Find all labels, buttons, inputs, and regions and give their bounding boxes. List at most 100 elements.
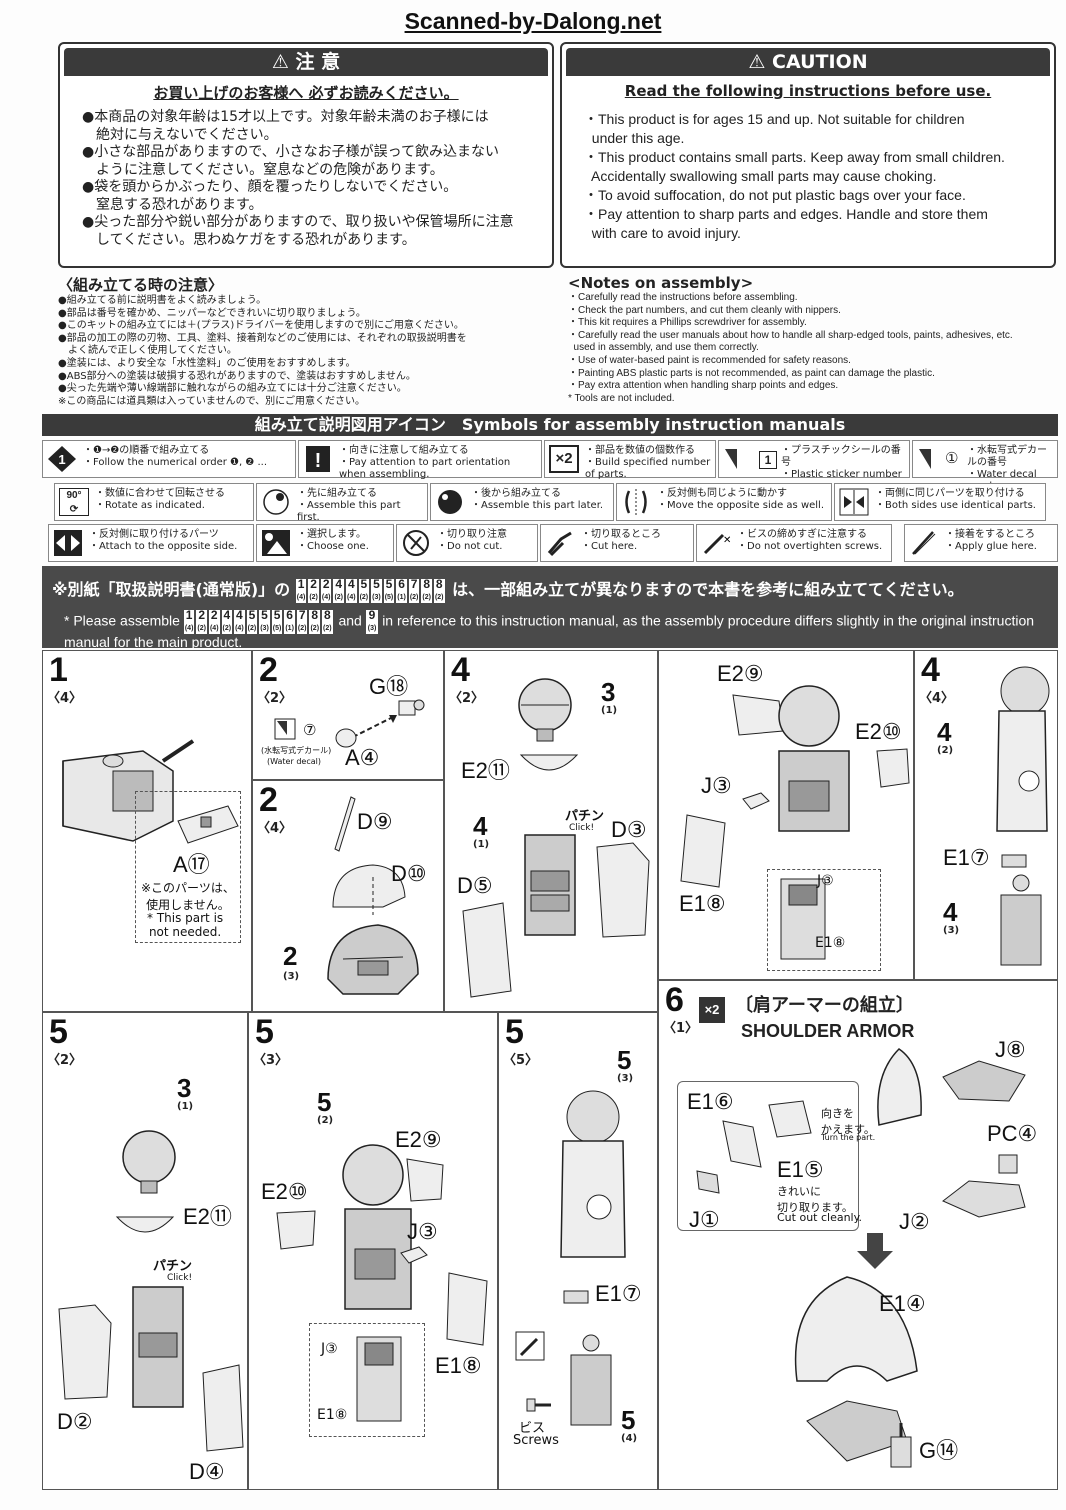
panel-step-4-4: 4 〈4〉 4 (2) E1⑦ 4 (3) <box>914 650 1058 980</box>
badge-sub-number: (4) <box>184 625 194 632</box>
svg-text:!: ! <box>315 450 322 472</box>
notice-step-badge: 8(2) <box>309 608 321 634</box>
cockpit-illustration <box>62 739 195 842</box>
notice-jp-prefix: ※別紙「取扱説明書(通常版)」の <box>52 580 291 599</box>
rotate-degrees: 90° <box>66 490 82 501</box>
cut-note-en: Cut out cleanly. <box>777 1211 863 1224</box>
ref-step-sub: (3) <box>283 971 300 982</box>
notice-step-badge: 6(1) <box>396 578 407 603</box>
badge-sub-number: (2) <box>422 593 431 601</box>
part-j8-illustration <box>942 1060 1026 1102</box>
notice-step-badge: 8(2) <box>421 578 432 603</box>
symbol-sticker: 1 ・プラスチックシールの番号・Plastic sticker number <box>718 440 910 480</box>
warning-icon: ⚠ <box>271 51 289 73</box>
symbol-jp: ・先に組み立てる <box>297 488 377 499</box>
notes-jp-line: ●尖った先端や薄い線端部に触れながらの組み立てには十分ご注意ください。 <box>58 383 407 395</box>
notes-en-line: ・Pay extra attention when handling sharp… <box>568 380 839 392</box>
badge-step-number: 9 <box>368 608 376 622</box>
badge-sub-number: (4) <box>321 593 331 601</box>
torso-illustration <box>524 834 576 936</box>
hand-illustration <box>1000 874 1042 966</box>
part-d9-illustration <box>334 796 356 852</box>
step-number: 5 <box>49 1013 68 1051</box>
click-jp: パチン <box>565 809 605 824</box>
rotate-icon: 90°⟳ <box>59 488 89 516</box>
caution-jp-subtitle: お買い上げのお客様へ 必ずお読みください。 <box>153 84 459 102</box>
notes-en-line: * Tools are not included. <box>568 392 675 404</box>
symbol-opposite-side: ・反対側に取り付けるパーツ・Attach to the opposite sid… <box>48 524 254 562</box>
symbol-en: ・Plastic sticker number <box>781 469 902 480</box>
part-label-e211: E2⑪ <box>461 758 510 783</box>
ref-step-sub: (1) <box>473 839 490 850</box>
notes-jp-line: ※この商品には道具類は入っていませんので、別にご用意ください。 <box>58 395 365 407</box>
notice-step-badge: 7(2) <box>408 578 420 603</box>
symbol-jp: ・❶→❷の順番で組み立てる <box>83 445 210 456</box>
badge-sub-number: (3) <box>372 593 381 601</box>
part-e17-illustration <box>563 1290 589 1304</box>
caution-en-line: under this age. <box>584 130 685 146</box>
notes-en-line: ・Carefully read the instructions before … <box>568 292 798 303</box>
part-label-j3: J③ <box>701 773 732 798</box>
assemble-later-icon <box>438 490 462 514</box>
svg-text:1: 1 <box>58 452 65 467</box>
caution-jp-line: ●袋を頭からかぶったり、顔を覆ったりしないでください。 <box>82 179 458 195</box>
symbol-jp: ・プラスチックシールの番号 <box>781 445 901 468</box>
part-g18-illustration <box>398 699 425 716</box>
badge-step-number: 5 <box>385 576 393 591</box>
part-pc4-illustration <box>998 1154 1018 1174</box>
badge-sub-number: (2) <box>334 593 344 601</box>
caution-en-list: ・This product is for ages 15 and up. Not… <box>562 100 1054 243</box>
badge-step-number: 8 <box>311 608 319 622</box>
notice-step-badge: 4(2) <box>221 609 233 634</box>
arm-illustration <box>996 666 1050 832</box>
upper-torso-illustration <box>342 1144 412 1310</box>
step-number: 5 <box>255 1013 274 1051</box>
caution-jp-title: 注 意 <box>295 51 341 73</box>
step-number: 4 <box>451 651 470 689</box>
symbol-jp: ・数値に合わせて回転させる <box>95 488 225 499</box>
part-label-a4: A④ <box>345 745 380 770</box>
ref-step-number: 2 <box>283 941 298 971</box>
shoulder-shell-illustration <box>877 1048 922 1126</box>
torso-illustration <box>132 1286 184 1408</box>
symbol-en: ・Build specified number of parts. <box>585 457 711 480</box>
notice-step-badge: 5(2) <box>246 609 258 634</box>
caution-jp-header: ⚠ 注 意 <box>64 48 548 76</box>
ref-step-sub: (3) <box>617 1073 634 1084</box>
not-needed-en: * This part is not needed. <box>147 911 224 939</box>
part-label-g18: G⑱ <box>369 674 409 699</box>
part-label-j1: J① <box>689 1207 720 1232</box>
part-label-e17: E1⑦ <box>595 1281 642 1306</box>
symbol-build-number: ×2 ・部品を数値の個数作る・Build specified number of… <box>544 440 716 480</box>
step-number: 1 <box>49 651 68 689</box>
step-sub: 〈4〉 <box>257 821 293 836</box>
part-label-j8: J⑧ <box>995 1037 1026 1062</box>
badge-sub-number: (4) <box>209 625 219 632</box>
turn-note-en: Turn the part. <box>821 1133 876 1142</box>
symbol-jp: ・ビスの締めすぎに注意する <box>737 529 867 540</box>
notice-step-badge: 2(4) <box>208 609 220 634</box>
part-label-e210: E2⑩ <box>855 719 902 744</box>
symbol-orientation: ! ・向きに注意して組み立てる・Pay attention to part or… <box>298 440 542 480</box>
part-label-e29: E2⑨ <box>717 661 764 686</box>
notes-en-title: <Notes on assembly> <box>568 274 754 292</box>
panel-step-5-2: 5 〈2〉 3 (1) E2⑪ パチン Click! D② D④ <box>42 1012 248 1490</box>
part-label-e18-small: E1⑧ <box>815 935 846 951</box>
exclamation-icon: ! <box>306 446 330 472</box>
symbol-do-not-cut: ・切り取り注意・Do not cut. <box>396 524 538 562</box>
notice-step-badge: 5(5) <box>271 609 283 634</box>
caution-en-line: ・To avoid suffocation, do not put plasti… <box>584 187 966 203</box>
both-sides-icon <box>839 488 869 516</box>
screwdriver-icon: ✕ <box>703 533 731 555</box>
notice-step-badges: 1(4)2(2)2(4)4(2)4(4)5(2)5(3)5(5)6(1)7(2)… <box>183 609 335 634</box>
caution-jp-box: ⚠ 注 意 お買い上げのお客様へ 必ずお読みください。 ●本商品の対象年齢は15… <box>58 42 554 268</box>
caution-jp-line: ●小さな部品がありますので、小さなお子様が誤って飲み込まない <box>82 144 499 160</box>
badge-step-number: 5 <box>360 576 368 591</box>
notice-step-badge: 1(4) <box>183 609 195 634</box>
arm-illustration <box>560 1090 626 1258</box>
notice-step-badge: 4(4) <box>346 578 357 603</box>
panel-step-2-2: 2 〈2〉 G⑱ A④ ⑦ (水転写式デカール) (Water decal) <box>252 650 444 780</box>
part-e211-illustration <box>519 754 579 771</box>
part-label-d4: D④ <box>189 1459 225 1484</box>
caution-en-line: ・Pay attention to sharp parts and edges.… <box>584 206 988 222</box>
